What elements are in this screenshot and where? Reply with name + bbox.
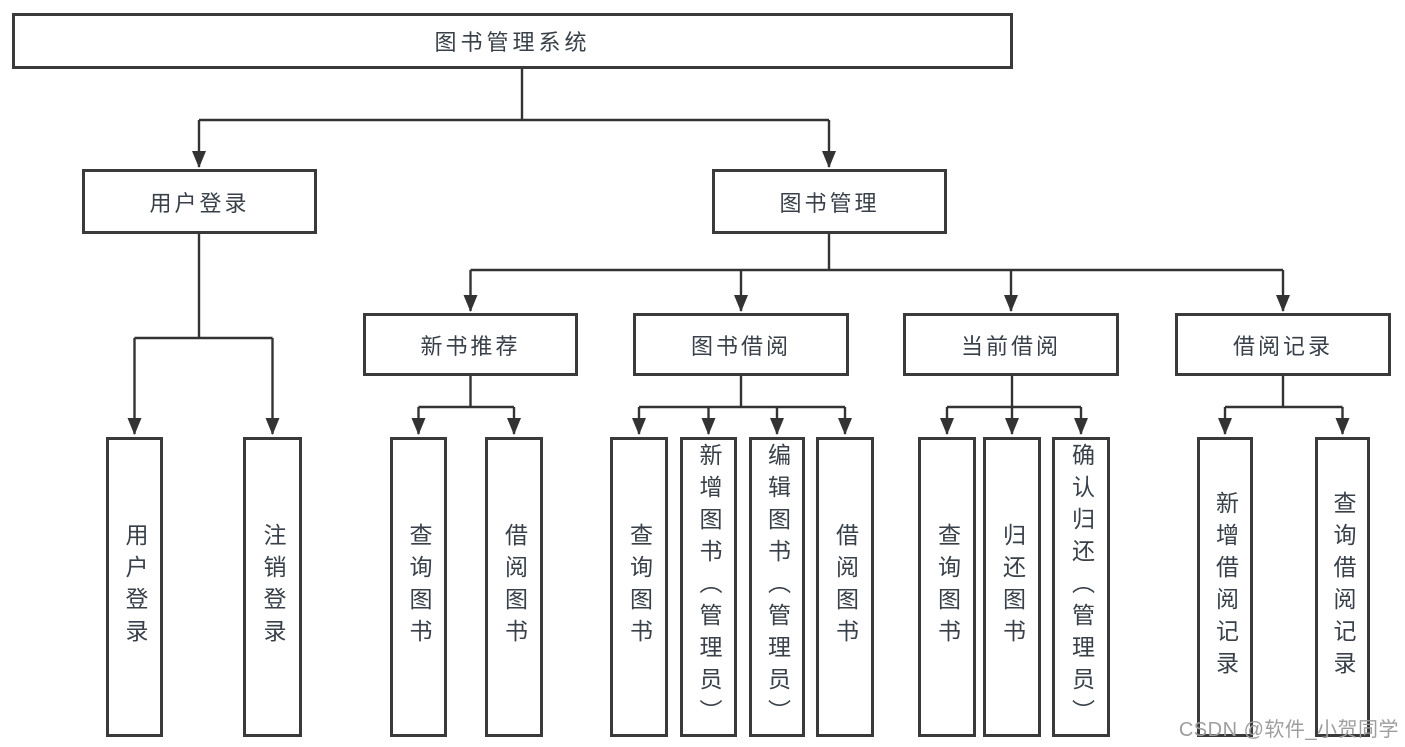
node-label: 用户登录: [122, 523, 148, 651]
node-new-book-recommend: 新书推荐: [363, 313, 578, 376]
node-label: 查询图书: [934, 523, 961, 651]
node-label: 当前借阅: [960, 333, 1061, 359]
node-user-login: 用户登录: [82, 169, 317, 234]
node-label: 查询图书: [406, 523, 432, 651]
node-label: 借阅图书: [832, 523, 859, 651]
leaf-borrow-borrow-books: 借阅图书: [816, 437, 874, 737]
node-label: 归还图书: [999, 523, 1026, 651]
node-label: 图书管理系统: [434, 30, 591, 55]
csdn-watermark: CSDN @软件_小贺同学: [1178, 719, 1399, 741]
leaf-newbook-query-books: 查询图书: [390, 437, 447, 737]
node-book-borrow: 图书借阅: [633, 313, 849, 376]
leaf-borrow-query-books: 查询图书: [610, 437, 668, 737]
node-borrow-records: 借阅记录: [1175, 313, 1391, 376]
node-current-borrow: 当前借阅: [903, 313, 1119, 376]
leaf-logout: 注销登录: [243, 437, 302, 737]
leaf-current-return-books: 归还图书: [983, 437, 1041, 737]
node-label: 图书管理: [779, 190, 880, 216]
node-label: 借阅记录: [1232, 333, 1333, 359]
leaf-borrow-edit-books-admin: 编辑图书（管理员）: [749, 437, 805, 737]
leaf-newbook-borrow-books: 借阅图书: [485, 437, 543, 737]
leaf-current-query-books: 查询图书: [918, 437, 976, 737]
leaf-borrow-add-books-admin: 新增图书（管理员）: [680, 437, 737, 737]
node-label: 查询图书: [626, 523, 653, 651]
node-label: 新增借阅记录: [1212, 491, 1239, 683]
node-label: 新增图书（管理员）: [696, 443, 722, 731]
node-label: 用户登录: [149, 190, 250, 216]
node-label: 注销登录: [260, 523, 286, 651]
node-label: 查询借阅记录: [1330, 491, 1356, 683]
leaf-current-confirm-return-admin: 确认归还（管理员）: [1052, 437, 1110, 737]
node-label: 借阅图书: [501, 523, 528, 651]
leaf-records-add-record: 新增借阅记录: [1197, 437, 1253, 737]
leaf-user-login: 用户登录: [106, 437, 163, 737]
leaf-records-query-record: 查询借阅记录: [1315, 437, 1370, 737]
node-root-system: 图书管理系统: [12, 13, 1013, 69]
node-label: 确认归还（管理员）: [1068, 443, 1095, 731]
node-book-management: 图书管理: [712, 169, 947, 234]
node-label: 编辑图书（管理员）: [764, 443, 791, 731]
node-label: 新书推荐: [420, 333, 521, 359]
node-label: 图书借阅: [690, 333, 791, 359]
